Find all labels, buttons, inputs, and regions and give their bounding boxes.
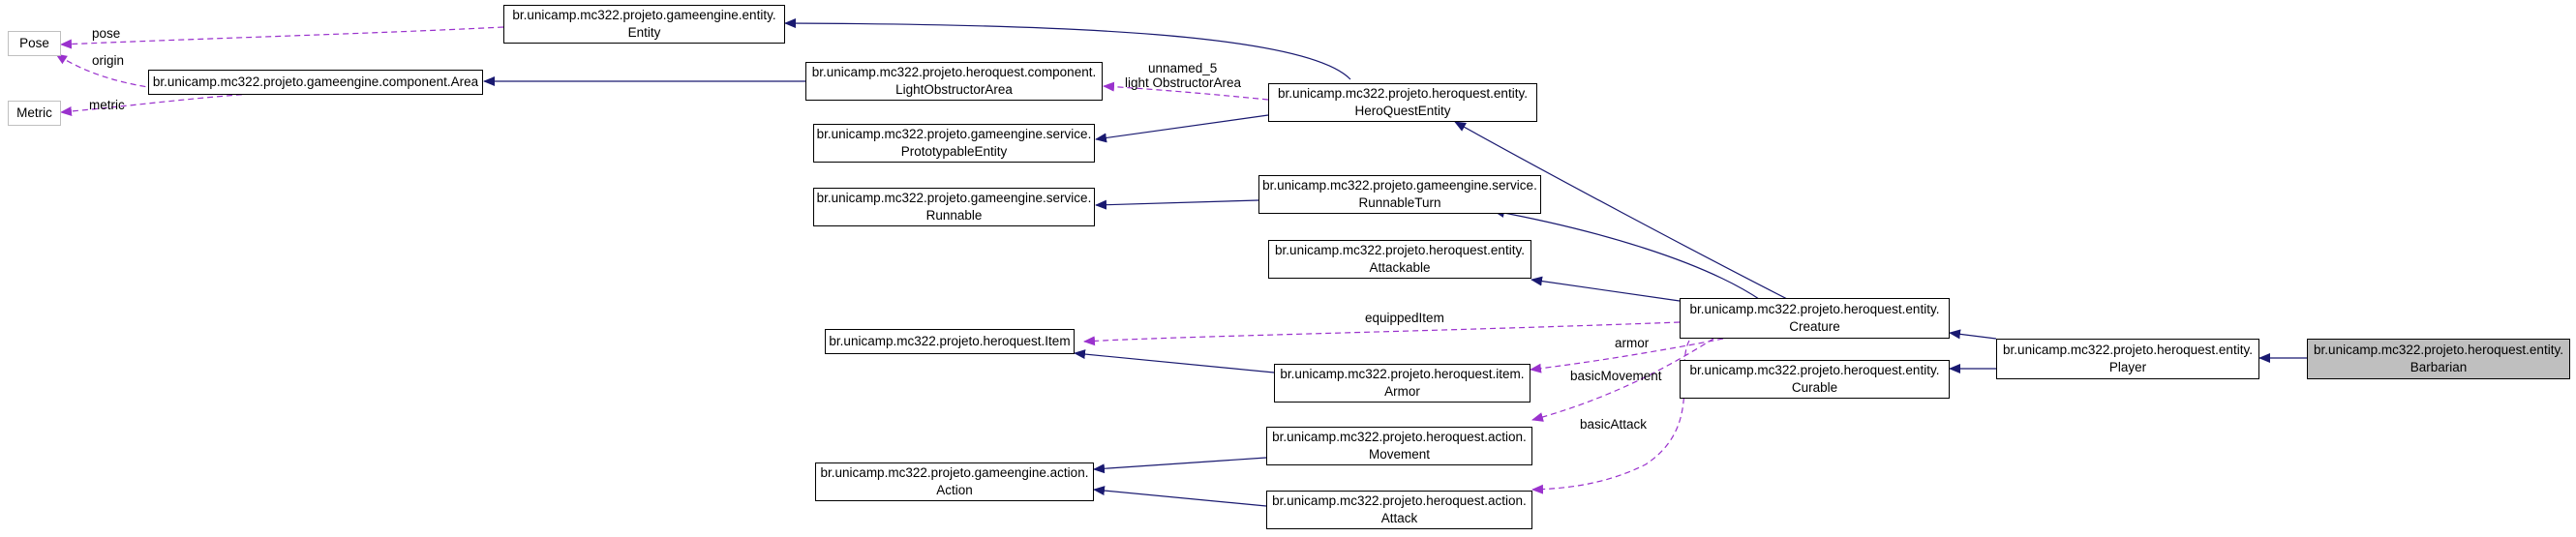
node-label-line-1: br.unicamp.mc322.projeto.gameengine.enti… xyxy=(512,8,776,22)
node-label-line-1: br.unicamp.mc322.projeto.heroquest.actio… xyxy=(1272,430,1527,444)
node-label-line-2: RunnableTurn xyxy=(1358,195,1441,210)
edge-label-pose: pose xyxy=(92,26,121,41)
edge-creature-runturn xyxy=(1493,208,1763,302)
node-armor: br.unicamp.mc322.projeto.heroquest.item.… xyxy=(1274,364,1530,403)
node-label-line-1: br.unicamp.mc322.projeto.heroquest.item. xyxy=(1280,367,1525,381)
edge-creature-item xyxy=(1083,321,1681,346)
node-label-line-2: Action xyxy=(936,483,973,497)
edge-creature-movement xyxy=(1531,338,1714,422)
node-label-line-2: PrototypableEntity xyxy=(900,144,1008,159)
node-label-line-1: br.unicamp.mc322.projeto.heroquest.entit… xyxy=(1275,243,1525,257)
edge-player-creature xyxy=(1949,329,1997,340)
node-label-line-1: br.unicamp.mc322.projeto.heroquest.compo… xyxy=(811,65,1097,79)
node-attack: br.unicamp.mc322.projeto.heroquest.actio… xyxy=(1266,491,1532,529)
edge-attack-action xyxy=(1093,486,1267,507)
node-curable: br.unicamp.mc322.projeto.heroquest.entit… xyxy=(1680,360,1950,399)
node-label-line-2: LightObstructorArea xyxy=(895,82,1013,97)
node-label-line-1: br.unicamp.mc322.projeto.heroquest.entit… xyxy=(1689,302,1940,316)
node-heroquestentity: br.unicamp.mc322.projeto.heroquest.entit… xyxy=(1268,83,1537,122)
edge-label-metric: metric xyxy=(89,98,125,112)
node-label-line-1: br.unicamp.mc322.projeto.gameengine.acti… xyxy=(820,465,1089,480)
edge-label-unnamed5-line-2: light ObstructorArea xyxy=(1125,75,1242,90)
node-barbarian: br.unicamp.mc322.projeto.heroquest.entit… xyxy=(2307,339,2570,379)
edge-creature-hq xyxy=(1454,121,1792,302)
edge-entity-pose xyxy=(60,26,504,49)
node-label-line-1: br.unicamp.mc322.projeto.heroquest.entit… xyxy=(2314,343,2563,357)
edge-hq-entity xyxy=(784,18,1351,80)
node-prototypableentity: br.unicamp.mc322.projeto.gameengine.serv… xyxy=(813,124,1095,163)
node-label-line-2: Entity xyxy=(627,25,661,40)
node-attackable: br.unicamp.mc322.projeto.heroquest.entit… xyxy=(1268,240,1531,279)
node-runnableturn: br.unicamp.mc322.projeto.gameengine.serv… xyxy=(1258,175,1541,214)
node-label-line-1: br.unicamp.mc322.projeto.heroquest.entit… xyxy=(2003,343,2253,357)
node-label-line-2: Attack xyxy=(1380,511,1418,525)
edge-area-origin xyxy=(55,53,253,95)
edge-runturn-runnable xyxy=(1095,199,1259,210)
node-label: br.unicamp.mc322.projeto.heroquest.Item xyxy=(829,334,1071,348)
edge-creature-armor xyxy=(1530,338,1724,373)
edge-movement-action xyxy=(1093,457,1267,474)
edge-hq-protoent xyxy=(1095,114,1269,143)
edge-label-basicattack: basicAttack xyxy=(1580,417,1648,432)
node-metric: Metric xyxy=(8,101,61,126)
node-label-line-1: br.unicamp.mc322.projeto.gameengine.serv… xyxy=(816,191,1092,205)
node-label: br.unicamp.mc322.projeto.gameengine.comp… xyxy=(152,75,479,89)
node-label-line-2: Runnable xyxy=(925,208,983,223)
node-label-line-1: br.unicamp.mc322.projeto.heroquest.entit… xyxy=(1689,363,1940,377)
edge-hq-lightobs xyxy=(1103,81,1269,101)
node-player: br.unicamp.mc322.projeto.heroquest.entit… xyxy=(1996,339,2259,379)
node-lightobstructorarea: br.unicamp.mc322.projeto.heroquest.compo… xyxy=(805,62,1103,101)
edge-creature-attack xyxy=(1531,340,1690,494)
node-label: Metric xyxy=(16,105,52,120)
node-movement: br.unicamp.mc322.projeto.heroquest.actio… xyxy=(1266,427,1532,465)
node-action: br.unicamp.mc322.projeto.gameengine.acti… xyxy=(815,462,1094,501)
node-label: Pose xyxy=(19,36,49,50)
edge-creature-attackable xyxy=(1530,276,1681,302)
node-entity: br.unicamp.mc322.projeto.gameengine.enti… xyxy=(503,5,785,44)
node-label-line-2: Creature xyxy=(1789,319,1840,334)
node-label-line-2: Player xyxy=(2108,360,2147,374)
edge-label-unnamed5-line-1: unnamed_5 xyxy=(1148,61,1218,75)
node-label-line-1: br.unicamp.mc322.projeto.heroquest.entit… xyxy=(1278,86,1528,101)
node-label-line-1: br.unicamp.mc322.projeto.gameengine.serv… xyxy=(816,127,1092,141)
edge-label-armor: armor xyxy=(1615,336,1650,350)
node-label-line-2: Movement xyxy=(1368,447,1431,462)
node-label-line-2: Attackable xyxy=(1369,260,1431,275)
node-label-line-2: Barbarian xyxy=(2409,360,2468,374)
node-pose: Pose xyxy=(8,31,61,56)
node-runnable: br.unicamp.mc322.projeto.gameengine.serv… xyxy=(813,188,1095,226)
edge-label-basicmovement: basicMovement xyxy=(1570,369,1662,383)
node-label-line-2: HeroQuestEntity xyxy=(1354,104,1451,118)
node-area: br.unicamp.mc322.projeto.gameengine.comp… xyxy=(148,70,483,95)
node-label-line-2: Curable xyxy=(1791,380,1838,395)
node-item: br.unicamp.mc322.projeto.heroquest.Item xyxy=(825,329,1075,354)
edge-area-metric xyxy=(60,93,253,116)
edge-label-equippeditem: equippedItem xyxy=(1365,311,1444,325)
node-creature: br.unicamp.mc322.projeto.heroquest.entit… xyxy=(1680,298,1950,339)
edge-label-origin: origin xyxy=(92,53,125,68)
node-label-line-2: Armor xyxy=(1384,384,1420,399)
node-label-line-1: br.unicamp.mc322.projeto.heroquest.actio… xyxy=(1272,493,1527,508)
edge-armor-item xyxy=(1074,349,1275,373)
node-label-line-1: br.unicamp.mc322.projeto.gameengine.serv… xyxy=(1262,178,1537,193)
